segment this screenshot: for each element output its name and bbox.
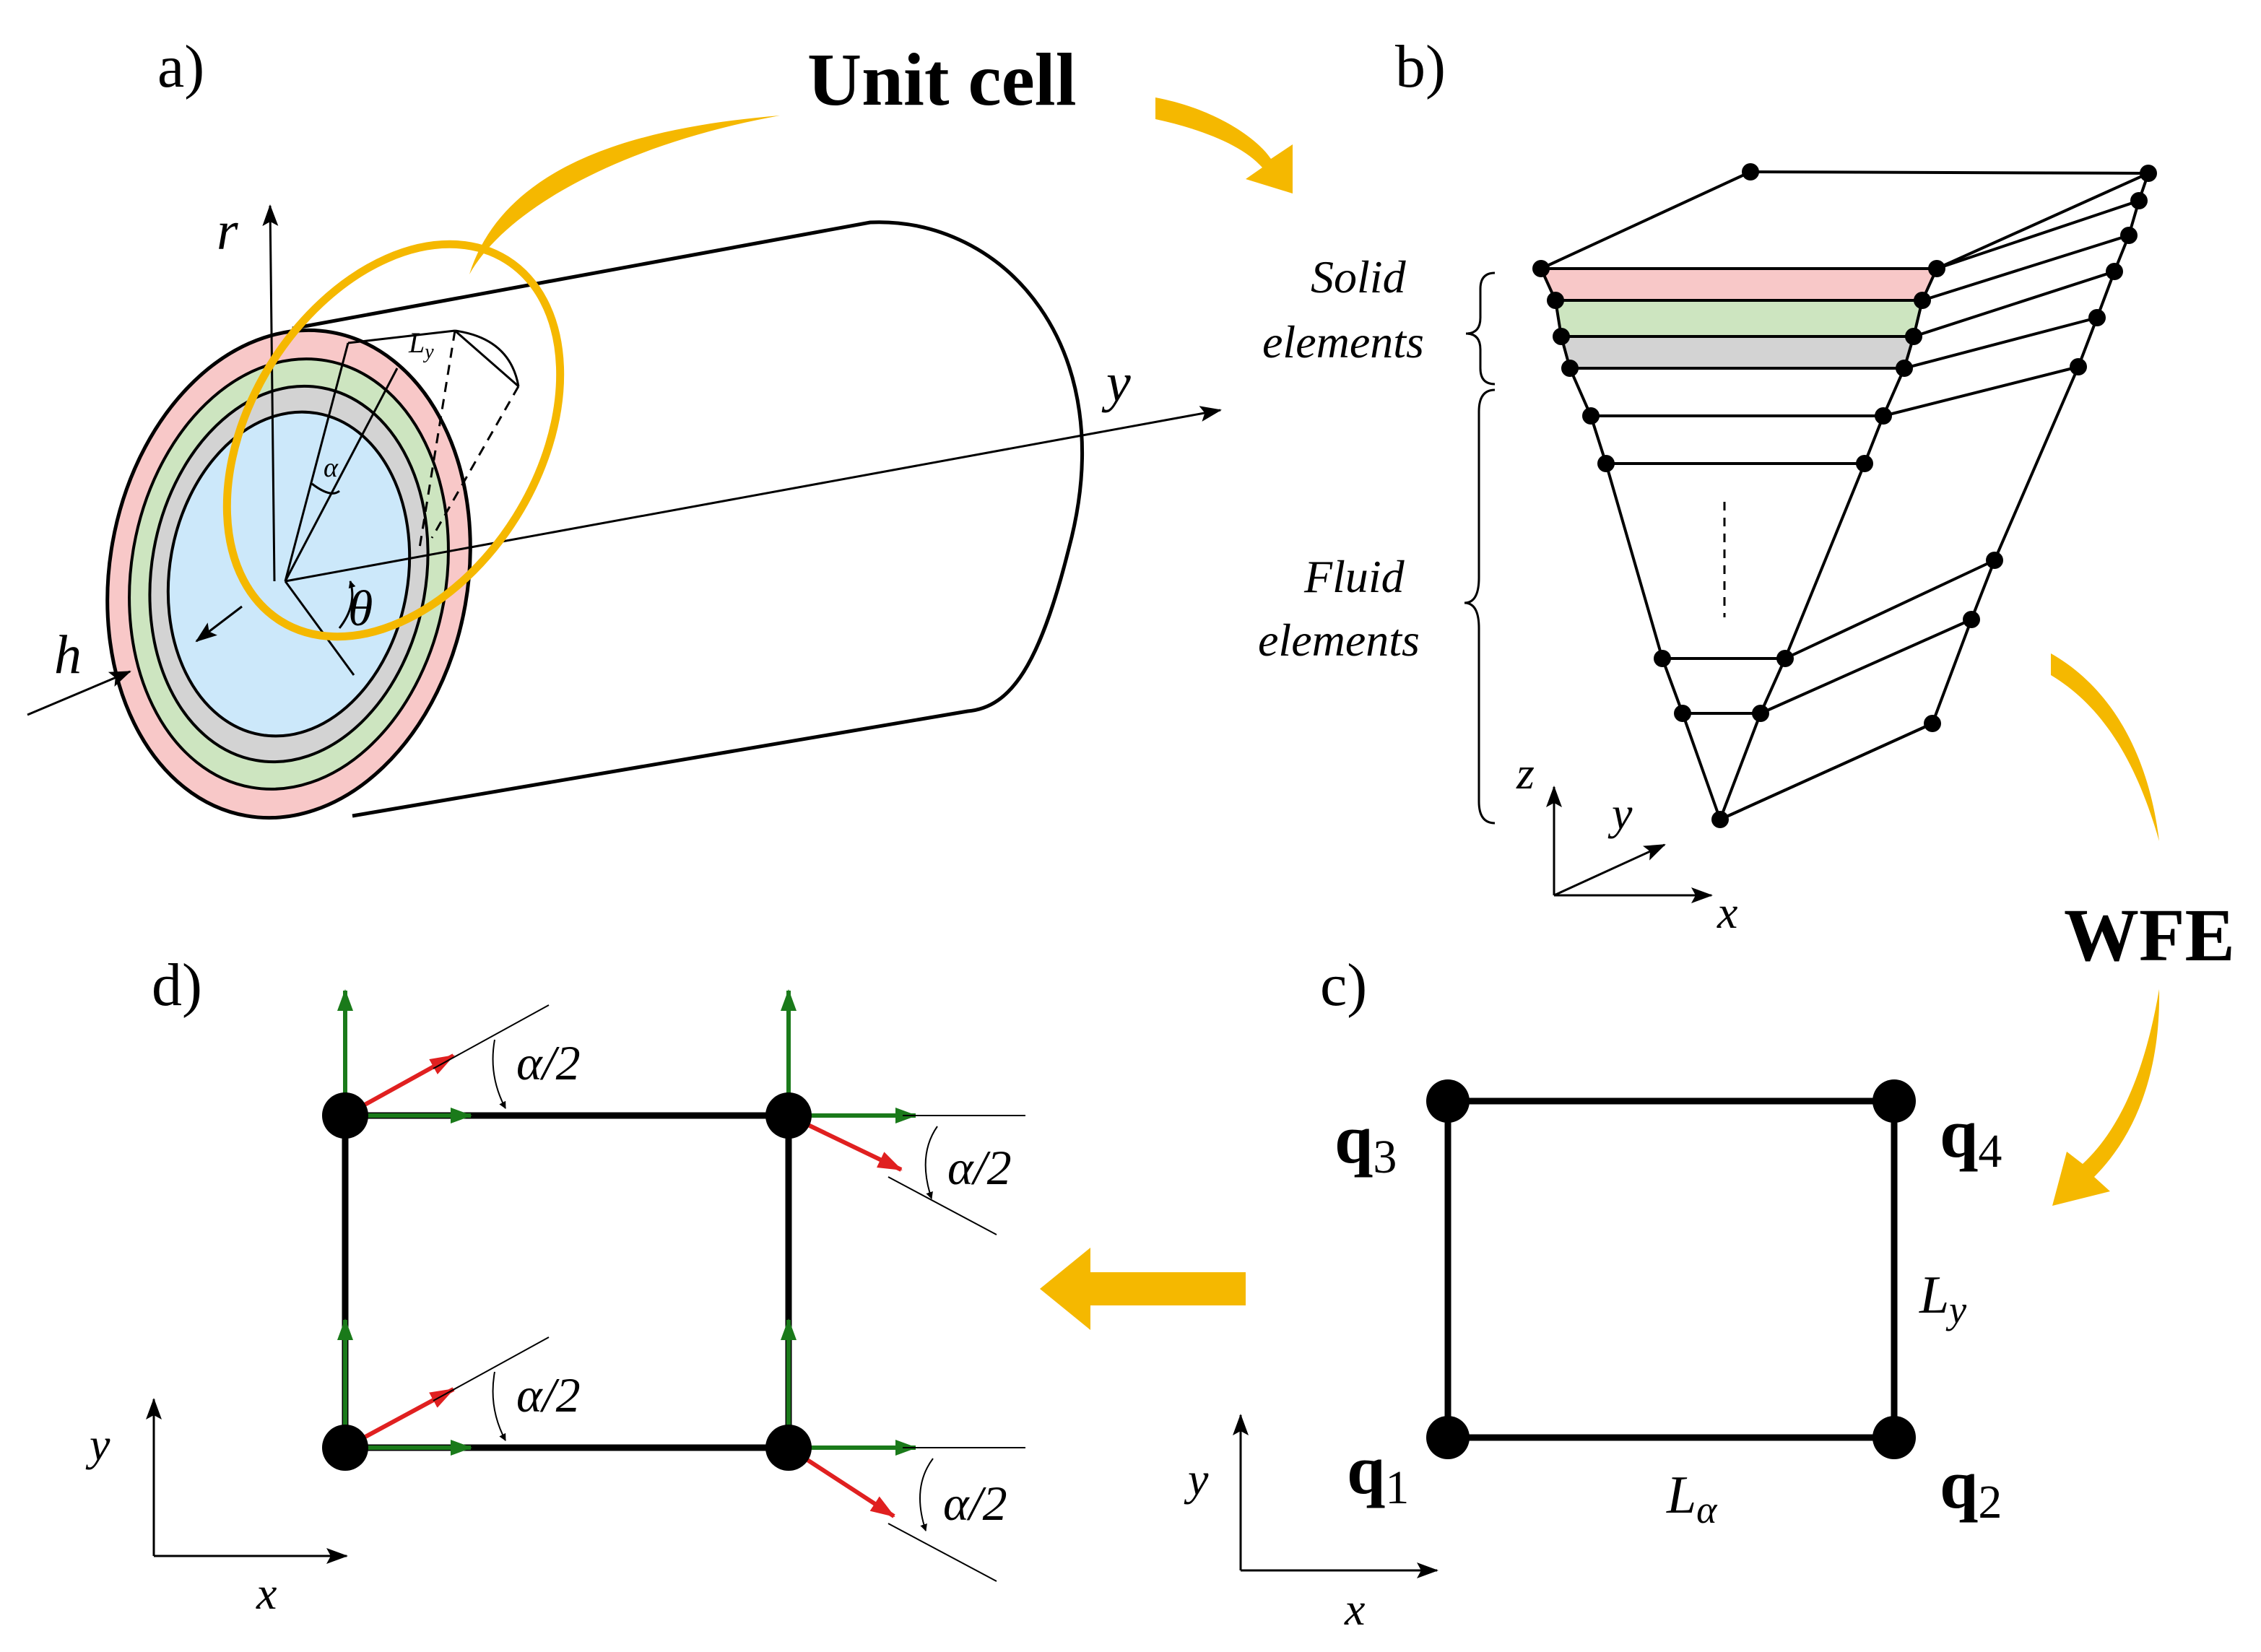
sector-arc (454, 329, 520, 387)
radius-theta (284, 581, 355, 676)
solid-layer-gray (1561, 336, 1914, 368)
axis-y-label-b: y (1607, 788, 1633, 839)
element-outline-d (342, 1112, 792, 1451)
theta-arc (338, 581, 356, 629)
panel-label-d: d) (152, 952, 202, 1019)
wfe-swoosh-top (2051, 653, 2159, 841)
axis-r-label: r (217, 201, 238, 261)
axis-x-label-b: x (1717, 887, 1737, 938)
h-inner-arrow (195, 605, 243, 643)
wfe-callout: WFE (2051, 653, 2235, 1206)
axis-y-label-a: y (1101, 352, 1131, 413)
angle-label-4: α/2 (943, 1476, 1007, 1531)
q1-label: q1 (1347, 1431, 1409, 1514)
unit-cell-highlight (222, 240, 565, 641)
node-q4 (1872, 1079, 1916, 1123)
panel-label-b: b) (1395, 33, 1446, 100)
solid-layer-pink (1541, 269, 1937, 300)
pipe-body (292, 220, 1084, 818)
axis-y-label-d: y (85, 1419, 110, 1470)
axis-y-label-c: y (1184, 1453, 1209, 1505)
q3-label: q3 (1335, 1100, 1397, 1183)
angle-label-2: α/2 (947, 1140, 1012, 1195)
sector-back-2 (454, 329, 519, 388)
unit-cell-label: Unit cell (807, 38, 1077, 121)
q2-label: q2 (1940, 1446, 2002, 1529)
len-alpha-label: Lα (1666, 1466, 1718, 1531)
node-q1 (1426, 1416, 1470, 1459)
panel-a-pipe: r y h Ly α θ (27, 201, 1222, 820)
axis-z-label-b: z (1516, 747, 1535, 799)
axis-y-arrow (285, 406, 1222, 583)
fluid-label-2: elements (1258, 614, 1420, 666)
sector-line-2 (284, 368, 399, 582)
angle-label-3: α/2 (516, 1368, 581, 1422)
panel-label-a: a) (157, 33, 204, 100)
panel-b-mesh: Solid elements Fluid elements z y x (1258, 163, 2157, 938)
solid-label-1: Solid (1311, 251, 1407, 303)
solid-label-2: elements (1262, 316, 1424, 368)
panel-c-element: q3 q4 q1 q2 Ly Lα y x (1184, 1079, 2002, 1635)
h-arrow (27, 670, 131, 716)
axis-r-arrow (262, 204, 279, 582)
node-q3 (1426, 1079, 1470, 1123)
unit-cell-callout: Unit cell (469, 38, 1293, 274)
element-outline (1444, 1097, 1898, 1441)
solid-layer-green (1555, 300, 1922, 336)
wfe-swoosh-bottom (2052, 989, 2160, 1206)
arrow-c-to-d (1040, 1248, 1246, 1330)
panel-label-c: c) (1320, 952, 1367, 1019)
sector-dash-2 (430, 386, 520, 539)
sector-back-1 (347, 329, 456, 344)
sector-line-1 (284, 342, 350, 582)
len-y-label: Ly (1919, 1266, 1966, 1331)
wfe-label: WFE (2064, 894, 2235, 977)
angle-label-1: α/2 (516, 1035, 581, 1090)
node-q2 (1872, 1416, 1916, 1459)
fluid-label-1: Fluid (1303, 551, 1405, 602)
alpha-label-a: α (324, 453, 339, 483)
thickness-label: h (54, 625, 82, 685)
cell-length-label: Ly (408, 326, 434, 363)
q4-label: q4 (1940, 1095, 2002, 1178)
solid-brace (1465, 271, 1496, 386)
axis-x-label-d: x (256, 1568, 277, 1619)
axis-x-label-c: x (1344, 1583, 1365, 1635)
alpha-arc (311, 482, 340, 495)
fluid-brace (1464, 388, 1496, 825)
arrow-a-to-b (1155, 97, 1293, 194)
panel-d-frames: α/2 α/2 α/2 α/2 y x (85, 989, 1025, 1619)
theta-label: θ (348, 581, 373, 637)
sector-dash-1 (417, 330, 456, 553)
callout-swoosh (469, 116, 780, 274)
